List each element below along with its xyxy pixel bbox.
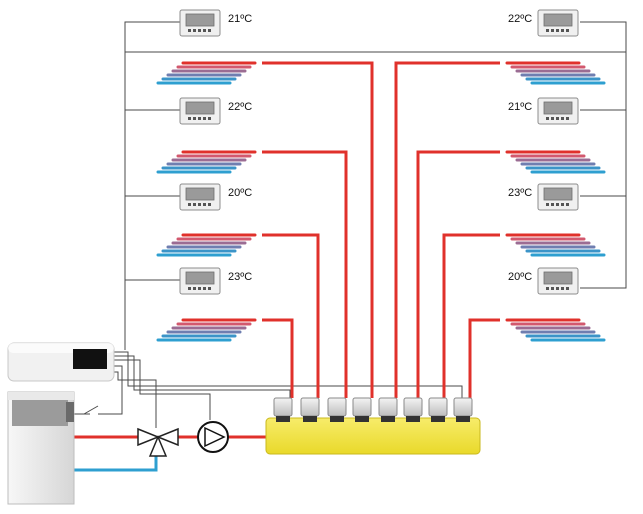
loop-supply-pipe [468, 318, 500, 398]
three-way-valve-icon [137, 427, 179, 457]
thermostat: 21ºC [179, 9, 252, 37]
manifold [265, 417, 481, 455]
heating-loop [156, 150, 348, 398]
thermostat-temperature: 23ºC [228, 271, 252, 283]
thermostat: 20ºC [179, 183, 252, 211]
controller-display [73, 349, 107, 369]
controller-unit [7, 342, 115, 382]
thermostat-temperature: 23ºC [508, 187, 532, 199]
thermostat-temperature: 21ºC [228, 13, 252, 25]
actuator [403, 397, 423, 422]
thermostat-temperature: 21ºC [508, 101, 532, 113]
heating-loop [156, 61, 374, 398]
heating-loop [468, 318, 606, 398]
loop-supply-pipe [394, 61, 500, 398]
actuator [352, 397, 372, 422]
actuator [428, 397, 448, 422]
thermostat-temperature: 22ºC [508, 13, 532, 25]
circulation-pump-icon [197, 421, 229, 453]
actuator [300, 397, 320, 422]
return-pipe [74, 448, 158, 472]
heating-loops [156, 61, 606, 398]
loop-supply-pipe [262, 233, 320, 398]
thermostat: 23ºC [508, 183, 579, 211]
loop-supply-pipe [262, 318, 294, 398]
actuator [378, 397, 398, 422]
boiler [7, 391, 75, 505]
thermostat-temperature: 20ºC [228, 187, 252, 199]
heating-loop [156, 233, 320, 398]
actuator [453, 397, 473, 422]
control-wiring [72, 21, 627, 428]
heating-loop [416, 150, 606, 398]
thermostat: 21ºC [508, 97, 579, 125]
loop-supply-pipe [416, 150, 500, 398]
boiler-panel [12, 400, 68, 426]
actuators [273, 397, 473, 422]
loop-supply-pipe [262, 61, 374, 398]
thermostat-temperature: 20ºC [508, 271, 532, 283]
thermostat: 22ºC [508, 9, 579, 37]
thermostats: 21ºC 22ºC 22ºC 21ºC 20ºC 23ºC 23ºC 20ºC [179, 9, 579, 295]
loop-supply-pipe [262, 150, 348, 398]
actuator [273, 397, 293, 422]
actuator [327, 397, 347, 422]
thermostat-temperature: 22ºC [228, 101, 252, 113]
thermostat: 23ºC [179, 267, 252, 295]
heating-loop [156, 318, 294, 398]
loop-supply-pipe [442, 233, 500, 398]
thermostat: 20ºC [508, 267, 579, 295]
thermostat: 22ºC [179, 97, 252, 125]
heating-loop [442, 233, 606, 398]
heating-loop [394, 61, 606, 398]
